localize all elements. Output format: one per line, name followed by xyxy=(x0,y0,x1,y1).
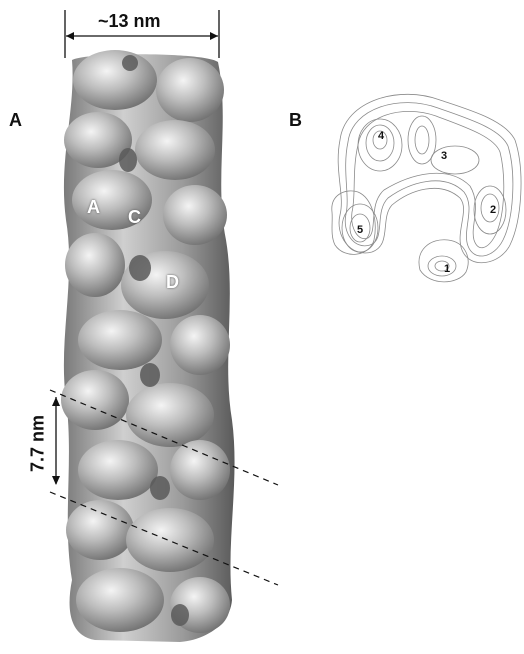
site-c-label: C xyxy=(128,207,141,228)
site-a-label: A xyxy=(87,197,100,218)
panel-a-label: A xyxy=(9,110,22,131)
panel-b-label: B xyxy=(289,110,302,131)
helical-pitch-label: 7.7 nm xyxy=(28,404,49,484)
subunit-2-label: 2 xyxy=(490,204,496,216)
contour-map xyxy=(332,94,521,282)
subunit-3-label: 3 xyxy=(441,150,447,162)
filament-density-map xyxy=(61,50,235,642)
filament-width-label: ~13 nm xyxy=(98,11,161,32)
site-d-label: D xyxy=(166,272,179,293)
subunit-5-label: 5 xyxy=(357,224,363,236)
subunit-4-label: 4 xyxy=(378,130,385,142)
subunit-1-label: 1 xyxy=(444,263,450,275)
